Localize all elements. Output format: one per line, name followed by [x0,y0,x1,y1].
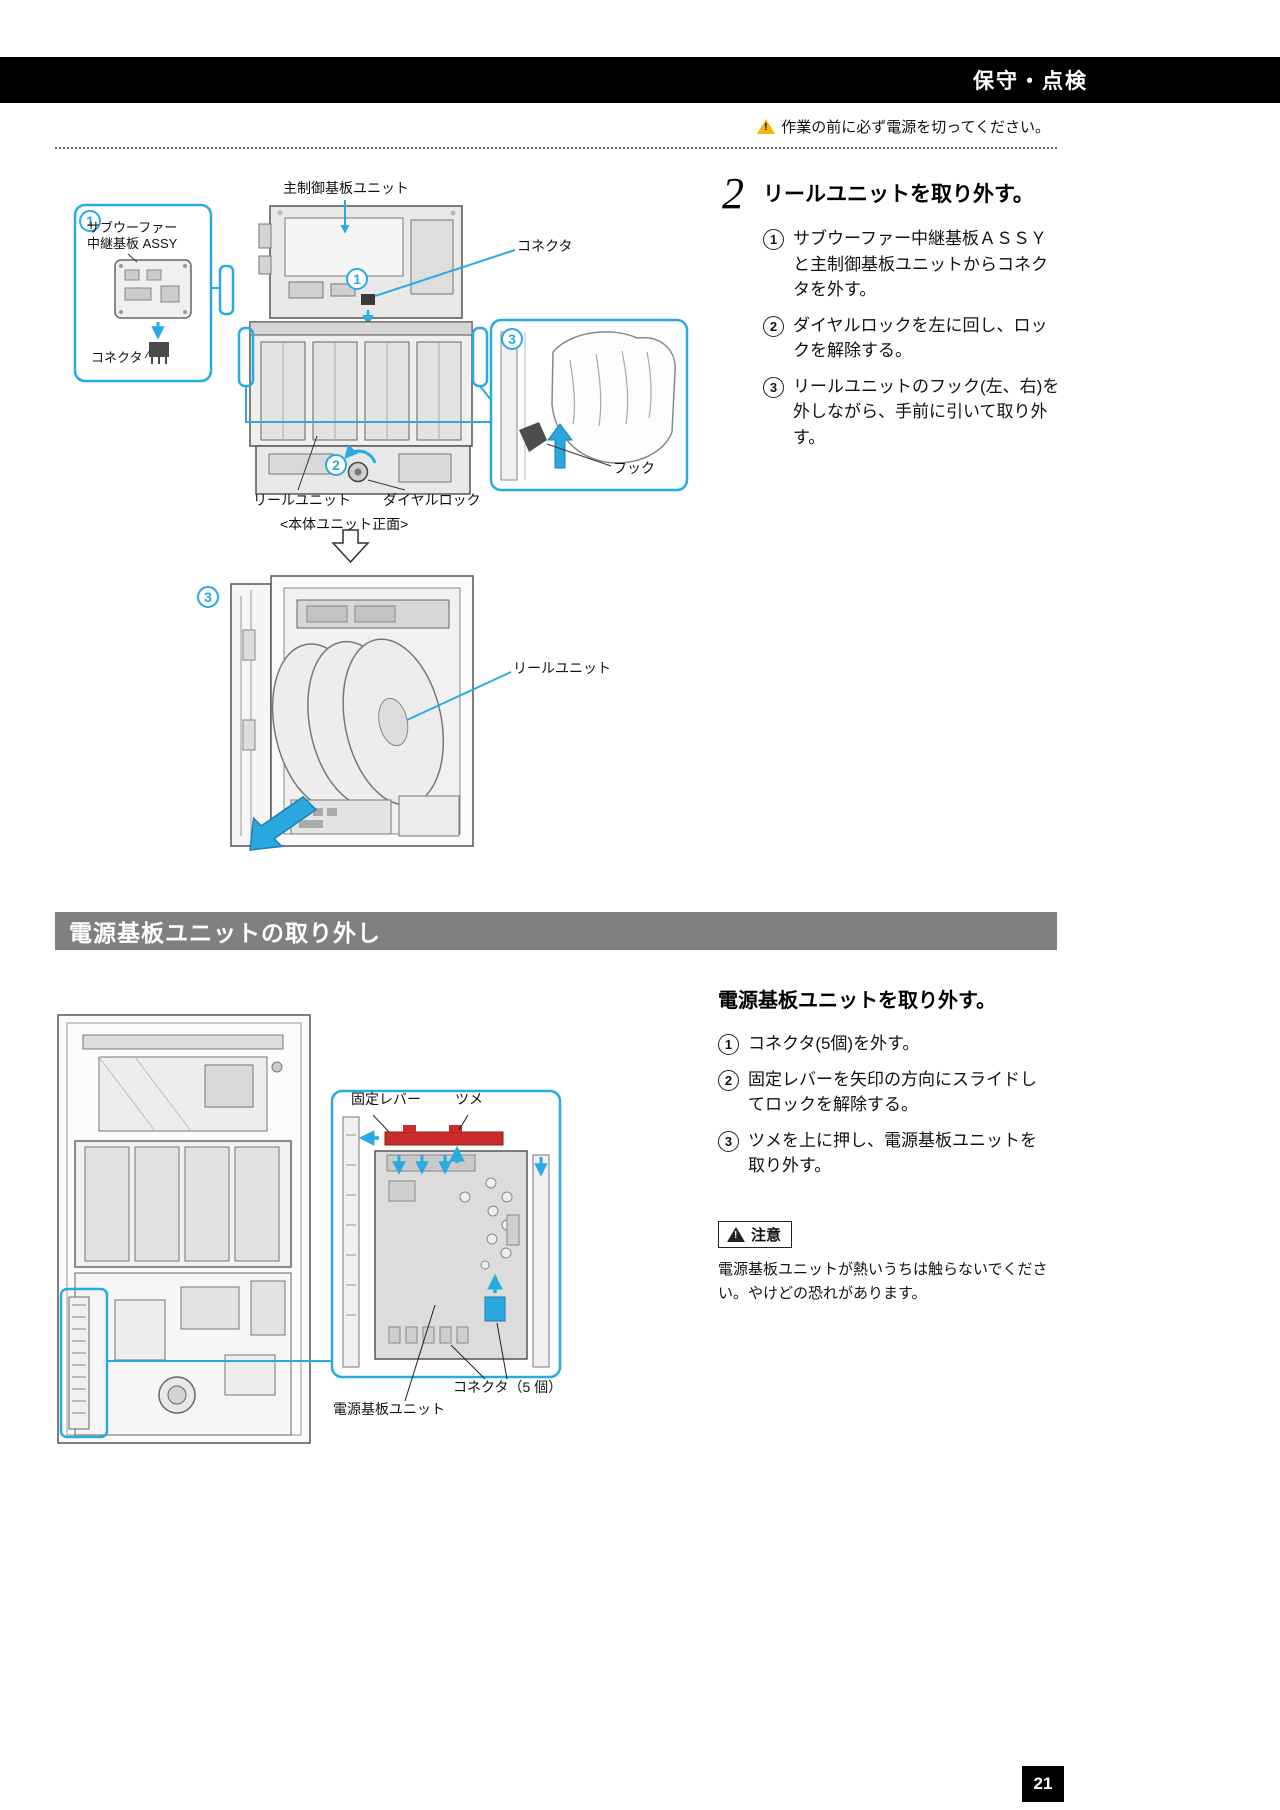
step-text: 固定レバーを矢印の方向にスライドしてロックを解除する。 [748,1069,1037,1115]
reel-step-title: リールユニットを取り外す。 [763,183,1034,206]
reel-instructions-column: リールユニットを取り外す。 1 サブウーファー中継基板ＡＳＳＹと主制御基板ユニッ… [763,178,1061,460]
caution-label: 注意 [751,1226,782,1244]
power-board-drawing [57,1014,562,1444]
section-header-text: 電源基板ユニットの取り外し [69,920,381,946]
reel-removal-drawing [73,200,689,851]
step-item: 1 サブウーファー中継基板ＡＳＳＹと主制御基板ユニットからコネクタを外す。 [763,226,1061,303]
caution-label-box: 注意 [718,1220,793,1248]
step-text: リールユニットのフック(左、右)を外しながら、手前に引いて取り外す。 [793,376,1060,447]
caution-text: 電源基板ユニットが熱いうちは触らないでください。やけどの恐れがあります。 [718,1260,1048,1302]
label-connectors-5: コネクタ（5 個） [453,1379,563,1395]
page-number: 21 [1022,1766,1064,1802]
warning-triangle-icon [757,119,776,134]
step-text: サブウーファー中継基板ＡＳＳＹと主制御基板ユニットからコネクタを外す。 [793,229,1048,299]
label-connector-right: コネクタ [517,238,573,254]
section-header-power-board: 電源基板ユニットの取り外し [55,912,1057,950]
dotted-divider [55,147,1057,149]
caution-block: 注意 電源基板ユニットが熱いうちは触らないでください。やけどの恐れがあります。 [718,1220,1060,1306]
step-item: 3 リールユニットのフック(左、右)を外しながら、手前に引いて取り外す。 [763,374,1061,451]
caption-front-view: <本体ユニット正面> [280,516,409,532]
step-number-circle: 3 [718,1130,739,1152]
power-step-title: 電源基板ユニットを取り外す。 [718,990,996,1012]
step-number-circle: 3 [763,376,784,398]
top-warning-text: 作業の前に必ず電源を切ってください。 [781,119,1050,136]
step-text: コネクタ(5個)を外す。 [748,1034,920,1053]
label-dial-lock: ダイヤルロック [383,492,481,508]
reel-steps-list: 1 サブウーファー中継基板ＡＳＳＹと主制御基板ユニットからコネクタを外す。 2 … [763,226,1061,450]
label-reel-unit: リールユニット [253,492,351,508]
power-steps-list: 1 コネクタ(5個)を外す。 2 固定レバーを矢印の方向にスライドしてロックを解… [718,1031,1038,1179]
page-header-title: 保守・点検 [973,70,1088,93]
power-instructions-column: 電源基板ユニットを取り外す。 1 コネクタ(5個)を外す。 2 固定レバーを矢印… [718,984,1060,1306]
label-reel-unit-lower: リールユニット [513,660,611,676]
label-hook: フック [613,460,655,476]
step-text: ツメを上に押し、電源基板ユニットを取り外す。 [748,1130,1037,1176]
label-power-board-unit: 電源基板ユニット [333,1401,445,1417]
caution-triangle-icon [727,1226,745,1242]
step-item: 2 固定レバーを矢印の方向にスライドしてロックを解除する。 [718,1067,1038,1118]
page-header-bar: 保守・点検 [0,57,1280,103]
figure-reel-removal: 主制御基板ユニット 1 サブウーファー 中継基板 ASSY コネクタ コネクタ … [55,160,705,865]
top-warning: 作業の前に必ず電源を切ってください。 [757,116,1050,137]
marker-3-lower: 3 [197,586,219,608]
step-number-circle: 1 [718,1034,739,1055]
figure-power-board-removal: 固定レバー ツメ コネクタ（5 個） 電源基板ユニット [55,1005,715,1455]
label-fixing-lever: 固定レバー [351,1091,421,1107]
marker-1-callout: 1 [79,210,101,232]
marker-1-diagram: 1 [346,268,368,290]
step-number-circle: 2 [763,315,784,337]
marker-2-diagram: 2 [325,454,347,476]
step-text: ダイヤルロックを左に回し、ロックを解除する。 [793,315,1048,361]
step-item: 2 ダイヤルロックを左に回し、ロックを解除する。 [763,313,1061,364]
label-connector-left: コネクタ [91,350,143,365]
step-number-circle: 1 [763,229,784,250]
marker-3-diagram: 3 [501,328,523,350]
label-subwoofer-line2: 中継基板 ASSY [87,236,178,251]
step-item: 3 ツメを上に押し、電源基板ユニットを取り外す。 [718,1128,1038,1179]
step-number-circle: 2 [718,1069,739,1091]
step-item: 1 コネクタ(5個)を外す。 [718,1031,1038,1057]
label-main-board-unit: 主制御基板ユニット [283,180,409,196]
step-2-big-number: 2 [722,169,744,218]
label-subwoofer-line1: サブウーファー [87,220,178,235]
label-tab: ツメ [455,1091,483,1107]
